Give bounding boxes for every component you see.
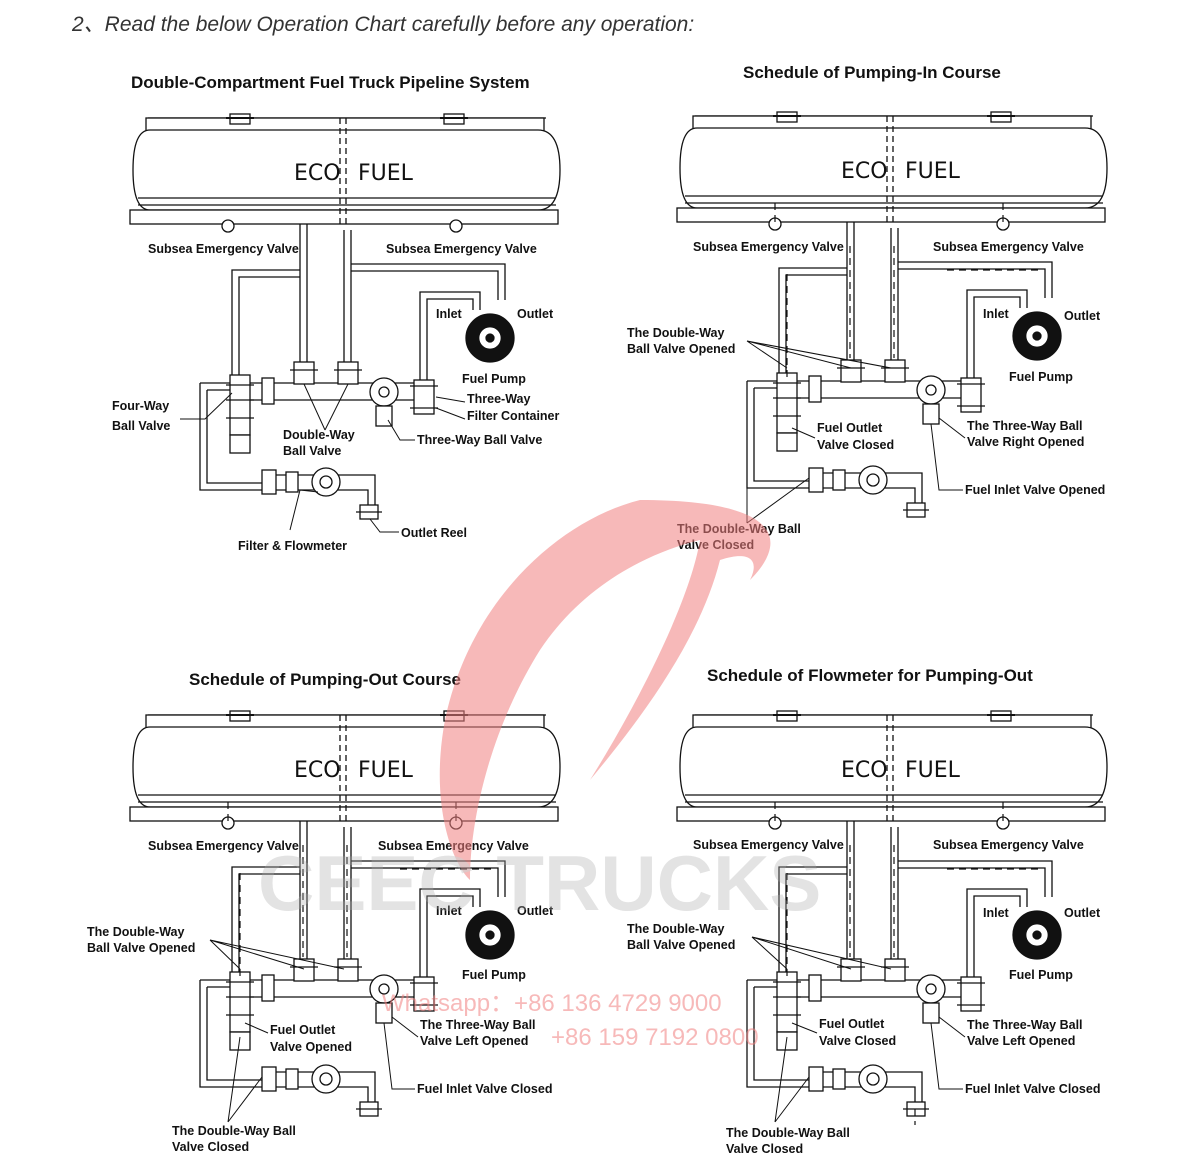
flow-arrows — [774, 203, 1042, 378]
double-way-opened-label: The Double-Way — [627, 326, 725, 340]
fuel-inlet-closed-label: Fuel Inlet Valve Closed — [965, 1082, 1100, 1096]
double-way-opened-label: Ball Valve Opened — [87, 941, 195, 955]
double-way-label: Ball Valve — [283, 444, 341, 458]
double-way-opened-label: Ball Valve Opened — [627, 938, 735, 952]
double-way-closed-label: Valve Closed — [172, 1140, 249, 1154]
panel-title: Double-Compartment Fuel Truck Pipeline S… — [131, 73, 530, 92]
inlet-label: Inlet — [983, 307, 1010, 321]
double-way-opened-label: Ball Valve Opened — [627, 342, 735, 356]
double-way-closed-label: Valve Closed — [726, 1142, 803, 1156]
filter-flowmeter-label: Filter & Flowmeter — [238, 539, 347, 553]
outlet-label: Outlet — [1064, 906, 1101, 920]
outlet-label: Outlet — [517, 307, 554, 321]
inlet-label: Inlet — [983, 906, 1010, 920]
four-way-label: Ball Valve — [112, 419, 170, 433]
fuel-pump-label: Fuel Pump — [1009, 968, 1073, 982]
fuel-inlet-opened-label: Fuel Inlet Valve Opened — [965, 483, 1105, 497]
panel-title: Schedule of Pumping-In Course — [743, 63, 1001, 82]
fuel-outlet-closed-label: Valve Closed — [819, 1034, 896, 1048]
double-way-closed-label: The Double-Way Ball — [172, 1124, 296, 1138]
three-way-right-opened-label: Valve Right Opened — [967, 435, 1084, 449]
leader-lines — [209, 939, 419, 1123]
double-way-closed-label: The Double-Way Ball — [726, 1126, 850, 1140]
panel-pipeline-system: Double-Compartment Fuel Truck Pipeline S… — [112, 73, 561, 553]
panel-pumping-out: Schedule of Pumping-Out Course ECO FUEL … — [87, 670, 561, 1154]
double-way-label: Double-Way — [283, 428, 355, 442]
watermark-brand: CEEC TRUCKS — [258, 839, 821, 927]
tank-text-fuel: FUEL — [358, 161, 414, 186]
leader-lines — [751, 936, 966, 1123]
fuel-pump-label: Fuel Pump — [462, 372, 526, 386]
panel-title: Schedule of Flowmeter for Pumping-Out — [707, 666, 1033, 685]
three-way-left-opened-label: The Three-Way Ball — [967, 1018, 1083, 1032]
panel-flowmeter-pumping-out: Schedule of Flowmeter for Pumping-Out EC… — [627, 666, 1108, 1156]
fuel-outlet-opened-label: Valve Opened — [270, 1040, 352, 1054]
double-way-opened-label: The Double-Way — [87, 925, 185, 939]
fuel-pump-label: Fuel Pump — [1009, 370, 1073, 384]
leader-lines — [180, 383, 466, 533]
flow-arrows — [774, 802, 1042, 1125]
three-way-right-opened-label: The Three-Way Ball — [967, 419, 1083, 433]
fuel-outlet-opened-label: Fuel Outlet — [270, 1023, 336, 1037]
tank-text-eco: ECO — [841, 758, 888, 783]
filter-container-label: Three-Way — [467, 392, 530, 406]
pipeline-diagram — [129, 113, 561, 520]
page-heading: 2、Read the below Operation Chart careful… — [72, 13, 695, 36]
watermark: CEEC TRUCKS Whatsapp：+86 136 4729 9000 +… — [258, 500, 821, 1051]
tank-text-eco: ECO — [294, 758, 341, 783]
outlet-label: Outlet — [1064, 309, 1101, 323]
leader-lines — [746, 340, 966, 524]
subsea-valve-label: Subsea Emergency Valve — [148, 839, 299, 853]
outlet-reel-label: Outlet Reel — [401, 526, 467, 540]
tank-text-fuel: FUEL — [905, 758, 961, 783]
pipeline-diagram — [676, 111, 1108, 518]
subsea-valve-label: Subsea Emergency Valve — [933, 838, 1084, 852]
fuel-outlet-closed-label: Fuel Outlet — [819, 1017, 885, 1031]
fuel-inlet-closed-label: Fuel Inlet Valve Closed — [417, 1082, 552, 1096]
fuel-pump-label: Fuel Pump — [462, 968, 526, 982]
subsea-valve-label: Subsea Emergency Valve — [693, 240, 844, 254]
panel-pumping-in: Schedule of Pumping-In Course ECO FUEL S… — [627, 63, 1108, 552]
tank-text-fuel: FUEL — [358, 758, 414, 783]
subsea-valve-label: Subsea Emergency Valve — [933, 240, 1084, 254]
three-way-ball-valve-label: Three-Way Ball Valve — [417, 433, 542, 447]
subsea-valve-label: Subsea Emergency Valve — [693, 838, 844, 852]
inlet-label: Inlet — [436, 904, 463, 918]
tank-text-eco: ECO — [294, 161, 341, 186]
panel-title: Schedule of Pumping-Out Course — [189, 670, 461, 689]
three-way-left-opened-label: Valve Left Opened — [967, 1034, 1075, 1048]
tank-text-fuel: FUEL — [905, 159, 961, 184]
watermark-contact: Whatsapp：+86 136 4729 9000 — [382, 990, 722, 1017]
filter-container-label: Filter Container — [467, 409, 560, 423]
outlet-label: Outlet — [517, 904, 554, 918]
subsea-valve-label: Subsea Emergency Valve — [386, 242, 537, 256]
double-way-opened-label: The Double-Way — [627, 922, 725, 936]
tank-text-eco: ECO — [841, 159, 888, 184]
watermark-logo — [439, 500, 771, 880]
four-way-label: Four-Way — [112, 399, 169, 413]
fuel-outlet-closed-label: Fuel Outlet — [817, 421, 883, 435]
watermark-contact: +86 159 7192 0800 — [551, 1024, 759, 1051]
three-way-left-opened-label: The Three-Way Ball — [420, 1018, 536, 1032]
fuel-outlet-closed-label: Valve Closed — [817, 438, 894, 452]
inlet-label: Inlet — [436, 307, 463, 321]
subsea-valve-label: Subsea Emergency Valve — [148, 242, 299, 256]
three-way-left-opened-label: Valve Left Opened — [420, 1034, 528, 1048]
